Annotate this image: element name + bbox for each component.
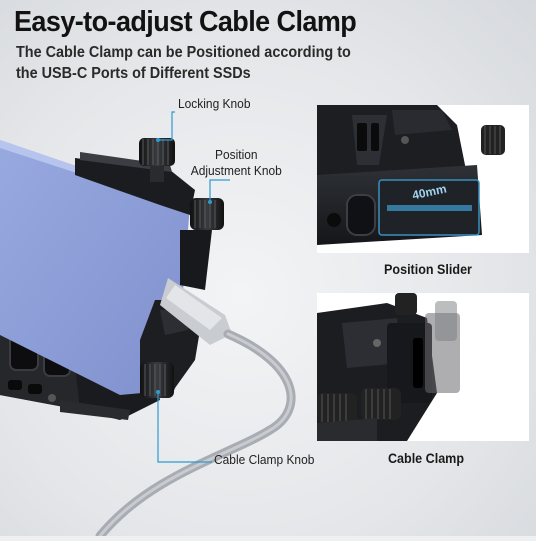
page-subtitle: The Cable Clamp can be Positioned accord… xyxy=(16,44,351,82)
panel-cable-clamp xyxy=(317,293,529,441)
panel-position-slider: 40mm xyxy=(317,105,529,253)
label-cable-clamp-knob: Cable Clamp Knob xyxy=(214,452,315,467)
label-position-adjustment-line2: Adjustment Knob xyxy=(190,163,282,178)
product-illustration xyxy=(0,138,296,541)
caption-cable-clamp: Cable Clamp xyxy=(387,451,465,466)
label-position-adjustment-line1: Position xyxy=(215,147,258,162)
label-locking-knob: Locking Knob xyxy=(178,96,251,111)
page-title: Easy-to-adjust Cable Clamp xyxy=(14,6,357,38)
label-position-adjustment-knob: Position Adjustment Knob xyxy=(188,147,285,179)
caption-position-slider: Position Slider xyxy=(384,262,472,277)
